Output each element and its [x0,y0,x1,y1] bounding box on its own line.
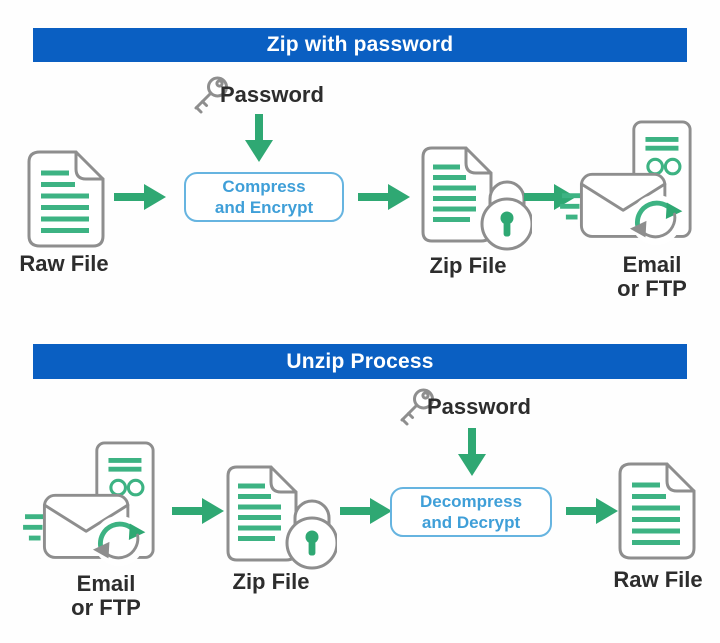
right-arrow-icon [358,182,410,212]
raw-file-label: Raw File [613,567,703,592]
zip-file-label: Zip File [429,253,507,278]
zip-file-icon [420,145,532,251]
password-label: Password [427,394,531,419]
decompress-decrypt-line2: and Decrypt [421,513,521,532]
email-ftp-label-line1: Email [622,252,682,277]
unzip-section-title: Unzip Process [286,349,434,373]
right-arrow-icon [172,496,224,526]
raw-file-icon [618,462,696,560]
email-ftp-label: Email or FTP [46,572,166,620]
email-ftp-label-line1: Email [76,571,136,596]
right-arrow-icon [566,496,618,526]
compress-encrypt-box: Compress and Encrypt [184,172,344,222]
email-ftp-label-line2: or FTP [617,276,687,301]
email-ftp-icon [23,441,159,572]
password-label: Password [220,82,324,107]
zip-section-banner: Zip with password [33,28,687,62]
zip-file-label: Zip File [232,569,310,594]
compress-encrypt-line1: Compress [222,177,306,196]
decompress-decrypt-line1: Decompress [419,492,523,511]
right-arrow-icon [114,182,166,212]
email-ftp-icon [560,120,696,251]
zip-file-icon [225,464,337,570]
raw-file-label: Raw File [19,251,109,276]
compress-encrypt-line2: and Encrypt [214,198,314,217]
down-arrow-icon [242,114,276,162]
down-arrow-icon [455,428,489,476]
right-arrow-icon [340,496,392,526]
email-ftp-label-line2: or FTP [71,595,141,620]
decompress-decrypt-box: Decompress and Decrypt [390,487,552,537]
email-ftp-label: Email or FTP [592,253,712,301]
raw-file-icon [27,150,105,248]
unzip-section-banner: Unzip Process [33,344,687,379]
zip-section-title: Zip with password [266,33,454,56]
